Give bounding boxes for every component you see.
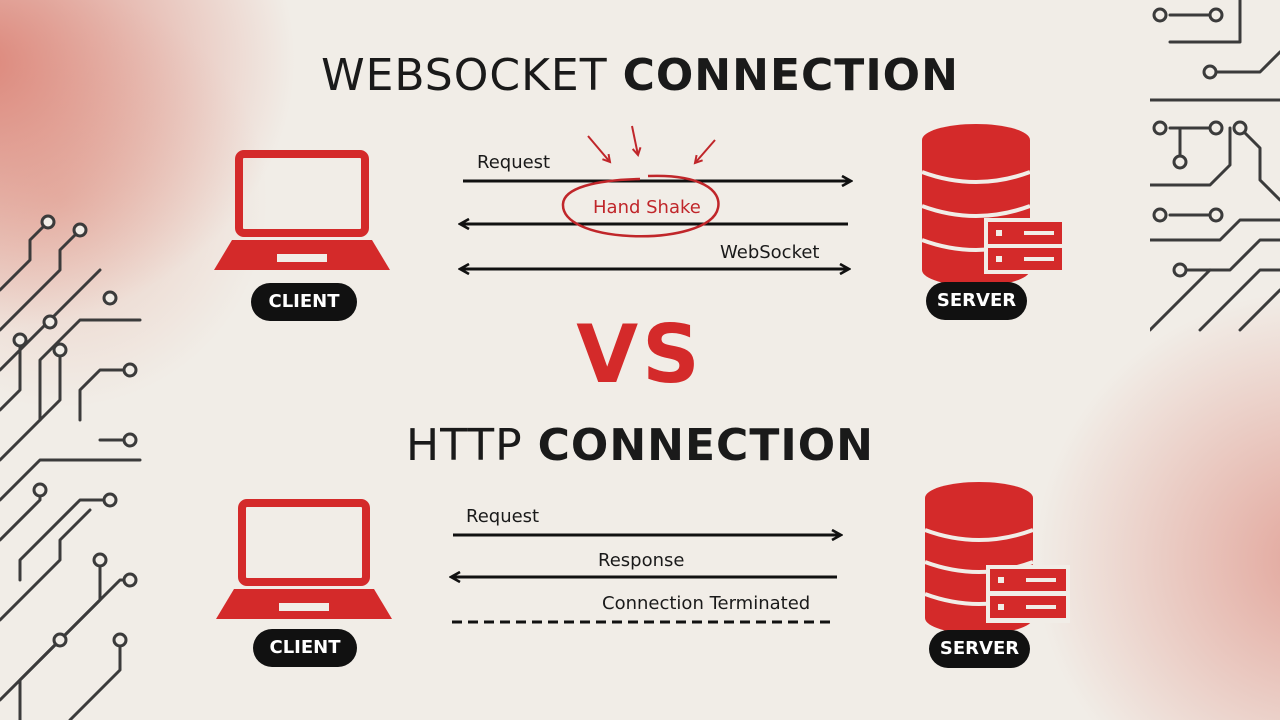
http-server-label: SERVER xyxy=(929,630,1030,668)
ws-server-label: SERVER xyxy=(926,282,1027,320)
ws-websocket-label: WebSocket xyxy=(720,242,820,263)
vs-label: VS xyxy=(576,308,704,401)
http-response-label: Response xyxy=(598,550,685,571)
http-request-label: Request xyxy=(466,506,540,527)
circuit-decoration-right xyxy=(1150,0,1280,332)
http-terminated-label: Connection Terminated xyxy=(602,593,811,614)
ws-request-label: Request xyxy=(477,152,551,173)
server-database-icon xyxy=(924,482,1070,634)
http-title-light: HTTP xyxy=(406,420,523,471)
ws-client-label: CLIENT xyxy=(251,283,357,321)
laptop-icon xyxy=(216,499,392,619)
http-title-bold: CONNECTION xyxy=(537,420,874,471)
laptop-icon xyxy=(214,150,390,270)
websocket-title-light: WEBSOCKET xyxy=(321,50,608,101)
handshake-highlight xyxy=(561,125,720,238)
websocket-title-bold: CONNECTION xyxy=(622,50,959,101)
http-title: HTTP CONNECTION xyxy=(0,420,1280,471)
ws-handshake-label: Hand Shake xyxy=(593,197,701,218)
websocket-title: WEBSOCKET CONNECTION xyxy=(0,50,1280,101)
http-client-label: CLIENT xyxy=(253,629,357,667)
server-database-icon xyxy=(921,124,1066,286)
circuit-decoration-left xyxy=(0,214,142,720)
